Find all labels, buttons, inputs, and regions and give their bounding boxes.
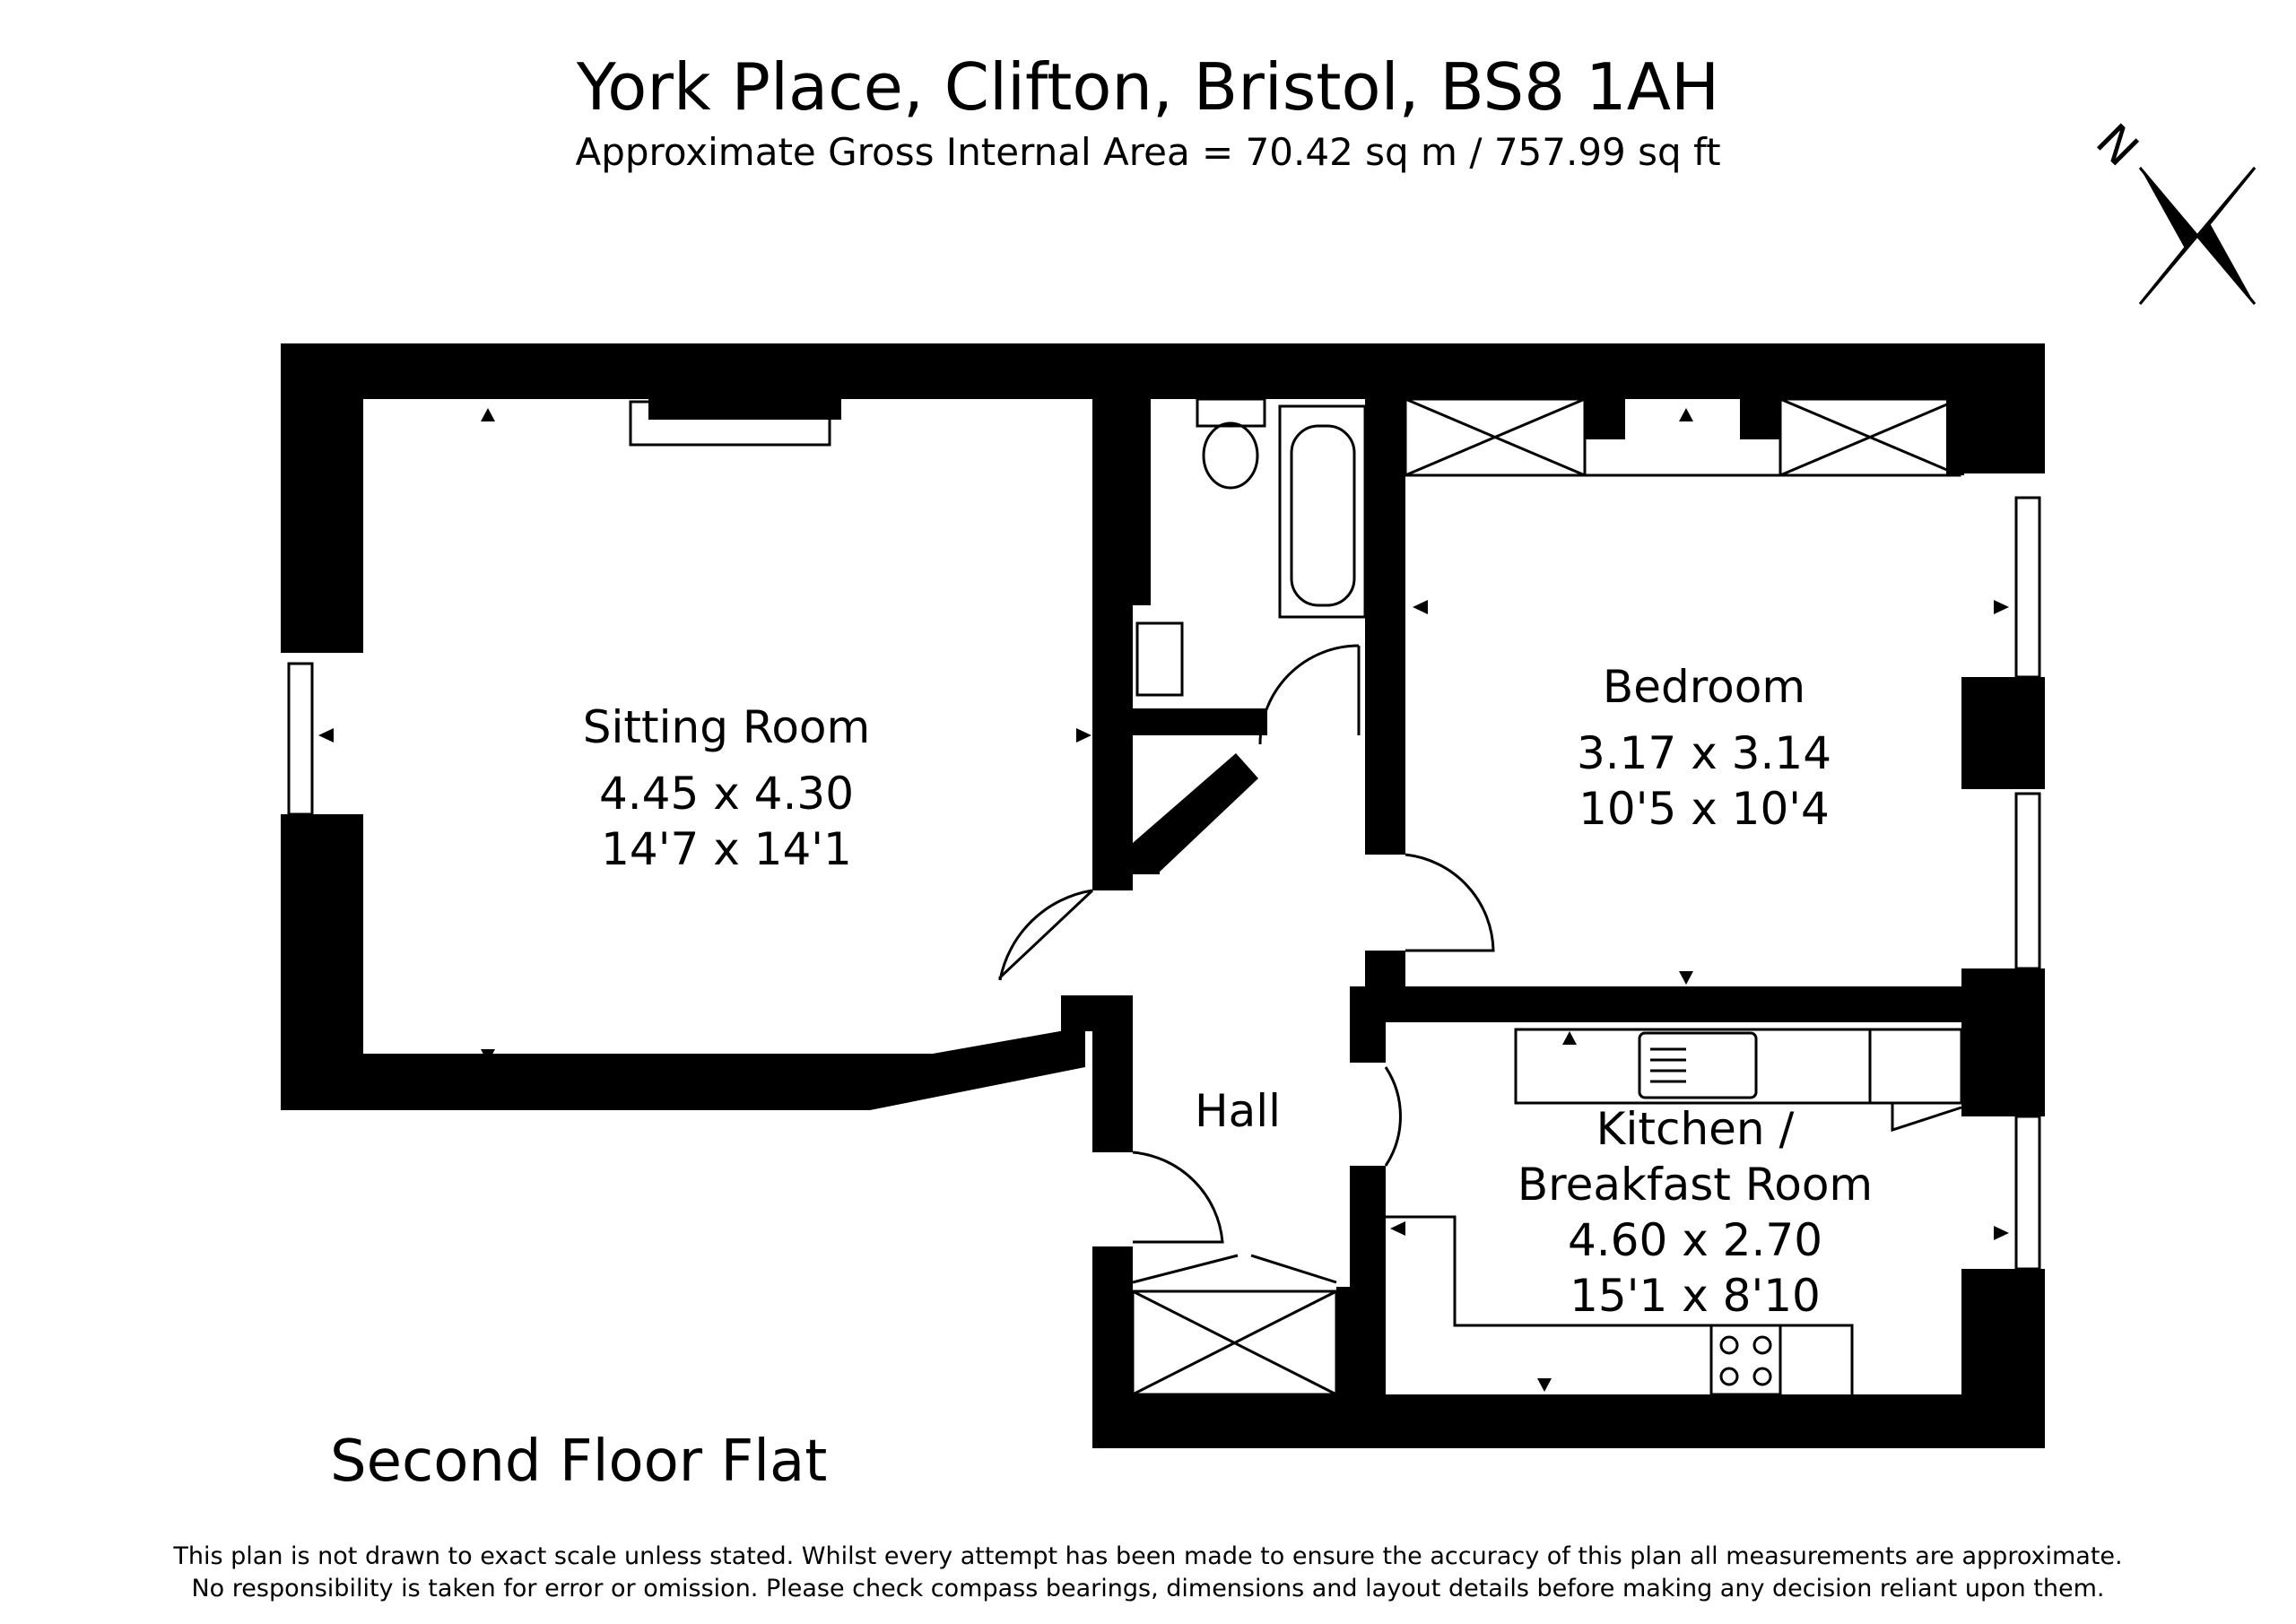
room-metric: 3.17 x 3.14: [1576, 727, 1832, 779]
hob: [1709, 1324, 1782, 1396]
disclaimer-line1: This plan is not drawn to exact scale un…: [173, 1542, 2123, 1570]
room-name: Bedroom: [1602, 661, 1806, 713]
disclaimer: This plan is not drawn to exact scale un…: [0, 1541, 2296, 1605]
kitchen-door: [1384, 1066, 1402, 1167]
floor-label: Second Floor Flat: [330, 1429, 828, 1495]
window-bedroom-right-upper: [2014, 496, 2041, 679]
room-hall: Hall: [1166, 1083, 1309, 1139]
room-imperial: 15'1 x 8'10: [1570, 1270, 1821, 1322]
fixtures: [629, 363, 1963, 1396]
bathroom-door: [1258, 644, 1361, 745]
room-bedroom: Bedroom 3.17 x 3.14 10'5 x 10'4: [1561, 659, 1848, 837]
window-bedroom-right-lower: [2014, 792, 2041, 970]
measurement-markers: [318, 408, 2009, 1392]
entrance-door: [1132, 1151, 1224, 1244]
room-metric: 4.60 x 2.70: [1567, 1214, 1823, 1266]
room-imperial: 10'5 x 10'4: [1578, 783, 1830, 835]
hall-cupboard: [1131, 1290, 1338, 1396]
compass: N: [2085, 114, 2257, 305]
window-sitting-left: [287, 662, 314, 816]
plan-title: York Place, Clifton, Bristol, BS8 1AH: [576, 49, 1720, 125]
room-kitchen: Kitchen / Breakfast Room 4.60 x 2.70 15'…: [1480, 1101, 1910, 1324]
bathroom-basin: [1135, 621, 1184, 697]
room-name: Hall: [1194, 1085, 1282, 1137]
area-subtitle: Approximate Gross Internal Area = 70.42 …: [575, 130, 1721, 174]
bath: [1278, 404, 1367, 619]
kitchen-worktop: [1514, 1028, 1963, 1105]
sitting-room-door: [998, 889, 1094, 981]
room-name-line2: Breakfast Room: [1517, 1159, 1874, 1211]
compass-rose-icon: [2138, 167, 2257, 305]
walls: [281, 343, 2045, 1448]
toilet-cistern: [1196, 397, 1266, 428]
room-name: Sitting Room: [582, 701, 871, 753]
room-name-line1: Kitchen /: [1596, 1103, 1795, 1155]
room-sitting: Sitting Room 4.45 x 4.30 14'7 x 14'1: [538, 699, 915, 877]
bedroom-door: [1405, 853, 1495, 952]
window-kitchen-right: [2014, 1115, 2041, 1271]
kitchen-sink: [1638, 1031, 1758, 1099]
kitchen-lower-worktop: [1386, 1215, 1854, 1394]
fireplace: [629, 400, 831, 447]
windows: [287, 496, 2041, 1271]
toilet-bowl: [1202, 421, 1259, 490]
disclaimer-line2: No responsibility is taken for error or …: [191, 1575, 2105, 1602]
room-imperial: 14'7 x 14'1: [601, 823, 852, 875]
room-metric: 4.45 x 4.30: [598, 768, 855, 820]
